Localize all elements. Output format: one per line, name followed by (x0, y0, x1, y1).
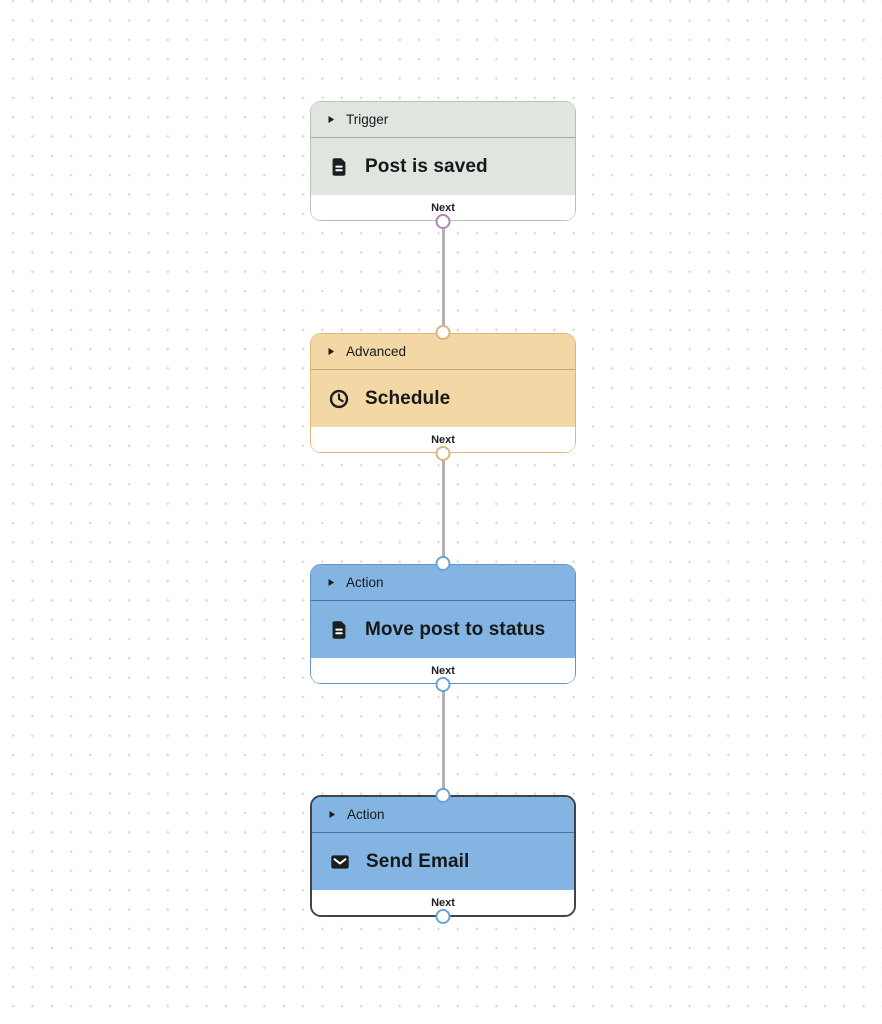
output-handle[interactable] (435, 446, 451, 461)
edge-connector[interactable] (441, 686, 445, 796)
next-output-label: Next (431, 664, 455, 677)
node-advanced[interactable]: Advanced Schedule Next (310, 325, 576, 461)
output-handle[interactable] (435, 677, 451, 692)
output-handle[interactable] (435, 214, 451, 229)
node-title: Schedule (365, 387, 451, 409)
document-icon (328, 619, 350, 641)
input-handle[interactable] (435, 556, 451, 571)
node-header[interactable]: Action (311, 565, 575, 601)
node-action-send-email[interactable]: Action Send Email Next (310, 788, 576, 924)
mail-icon (329, 851, 351, 873)
node-header[interactable]: Advanced (311, 334, 575, 370)
node-title: Move post to status (365, 618, 546, 640)
caret-right-icon[interactable] (326, 114, 336, 125)
caret-right-icon[interactable] (326, 346, 336, 357)
next-output-label: Next (431, 896, 455, 909)
next-output-label: Next (431, 201, 455, 214)
node-type-label: Action (346, 575, 384, 590)
edge-connector[interactable] (441, 455, 445, 565)
node-header[interactable]: Action (312, 797, 574, 833)
input-handle[interactable] (435, 325, 451, 340)
node-body[interactable]: Schedule (311, 370, 575, 427)
input-handle[interactable] (435, 788, 451, 803)
document-icon (328, 156, 350, 178)
node-header[interactable]: Trigger (311, 102, 575, 138)
node-action-move-post[interactable]: Action Move post to status Next (310, 556, 576, 692)
node-type-label: Advanced (346, 344, 407, 359)
caret-right-icon[interactable] (326, 577, 336, 588)
node-title: Post is saved (365, 155, 488, 177)
clock-icon (328, 388, 350, 410)
node-type-label: Action (347, 807, 385, 822)
node-title: Send Email (366, 850, 470, 872)
output-handle[interactable] (435, 909, 451, 924)
node-type-label: Trigger (346, 112, 389, 127)
edge-connector[interactable] (441, 223, 445, 334)
next-output-label: Next (431, 433, 455, 446)
node-body[interactable]: Move post to status (311, 601, 575, 658)
node-body[interactable]: Send Email (312, 833, 574, 890)
node-body[interactable]: Post is saved (311, 138, 575, 195)
node-trigger[interactable]: Trigger Post is saved Next (310, 101, 576, 229)
caret-right-icon[interactable] (327, 809, 337, 820)
